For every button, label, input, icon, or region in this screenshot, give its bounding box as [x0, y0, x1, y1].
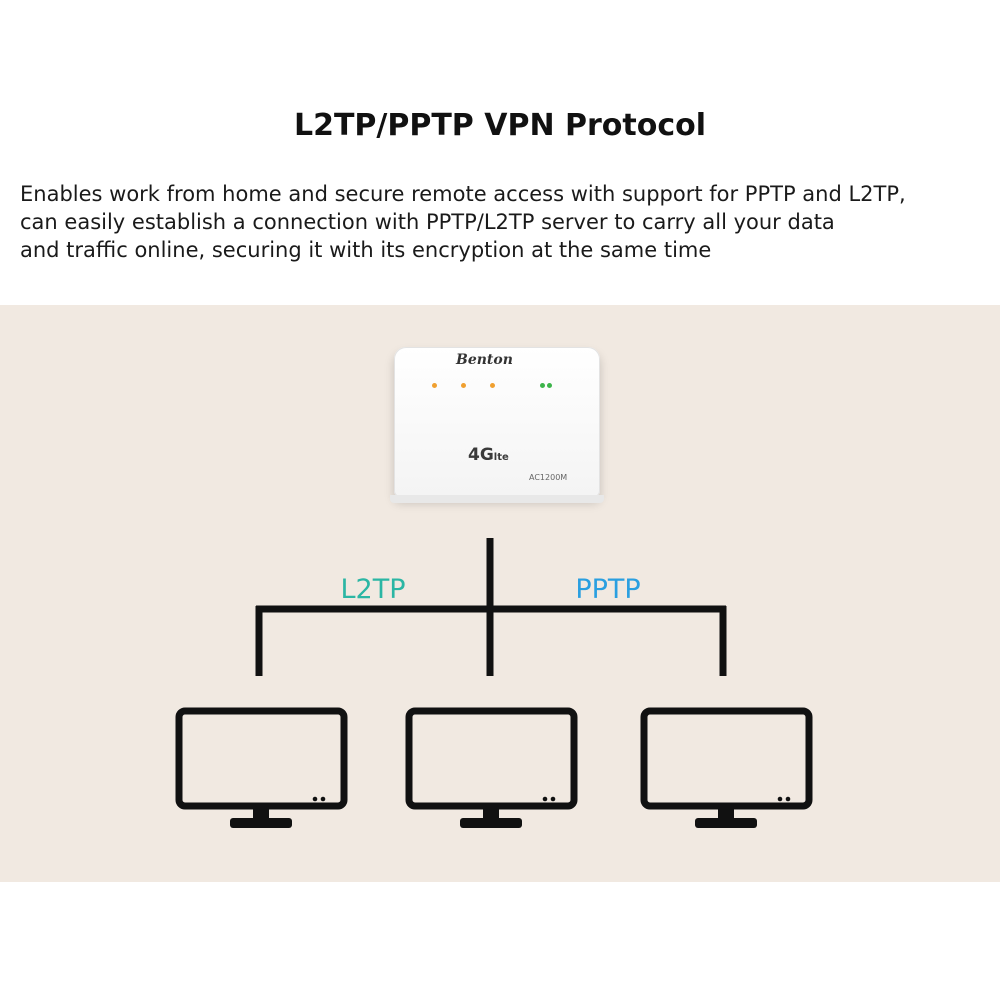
router-led-2: [461, 383, 466, 388]
router-4g-lte-badge: 4Glte: [468, 445, 509, 465]
monitor-screen: [405, 707, 578, 810]
router-base: [390, 495, 604, 503]
router-image: Benton 4Glte AC1200M: [390, 347, 610, 505]
monitor-icon: [640, 707, 813, 828]
router-led-3: [490, 383, 495, 388]
monitor-screen: [175, 707, 348, 810]
monitor-indicator-dot: [312, 796, 318, 802]
monitor-icon: [405, 707, 578, 828]
monitor-base: [695, 818, 757, 828]
connection-lines: [255, 538, 727, 676]
monitor-indicator-dot: [777, 796, 783, 802]
router-led-1: [432, 383, 437, 388]
monitor-base: [230, 818, 292, 828]
monitor-indicator-dot: [320, 796, 326, 802]
description-line-1: Enables work from home and secure remote…: [20, 182, 906, 206]
monitor-icon: [175, 707, 348, 828]
monitor-base: [460, 818, 522, 828]
router-led-4: [540, 383, 545, 388]
monitor-screen: [640, 707, 813, 810]
page-title: L2TP/PPTP VPN Protocol: [293, 108, 707, 143]
monitor-stand: [718, 806, 734, 820]
router-lte-text: lte: [493, 452, 509, 463]
description: Enables work from home and secure remote…: [20, 180, 995, 264]
monitor-stand: [483, 806, 499, 820]
description-line-2: can easily establish a connection with P…: [20, 210, 835, 234]
monitor-indicator-dot: [550, 796, 556, 802]
router-4g-text: 4G: [468, 445, 494, 465]
pptp-label: PPTP: [575, 574, 640, 605]
description-line-3: and traffic online, securing it with its…: [20, 238, 712, 262]
l2tp-label: L2TP: [341, 574, 406, 605]
router-body: Benton 4Glte AC1200M: [394, 347, 600, 497]
router-led-5: [547, 383, 552, 388]
monitor-indicator-dot: [785, 796, 791, 802]
router-model-label: AC1200M: [529, 473, 568, 482]
router-brand-logo: Benton: [456, 352, 513, 368]
monitor-indicator-dot: [542, 796, 548, 802]
monitor-stand: [253, 806, 269, 820]
